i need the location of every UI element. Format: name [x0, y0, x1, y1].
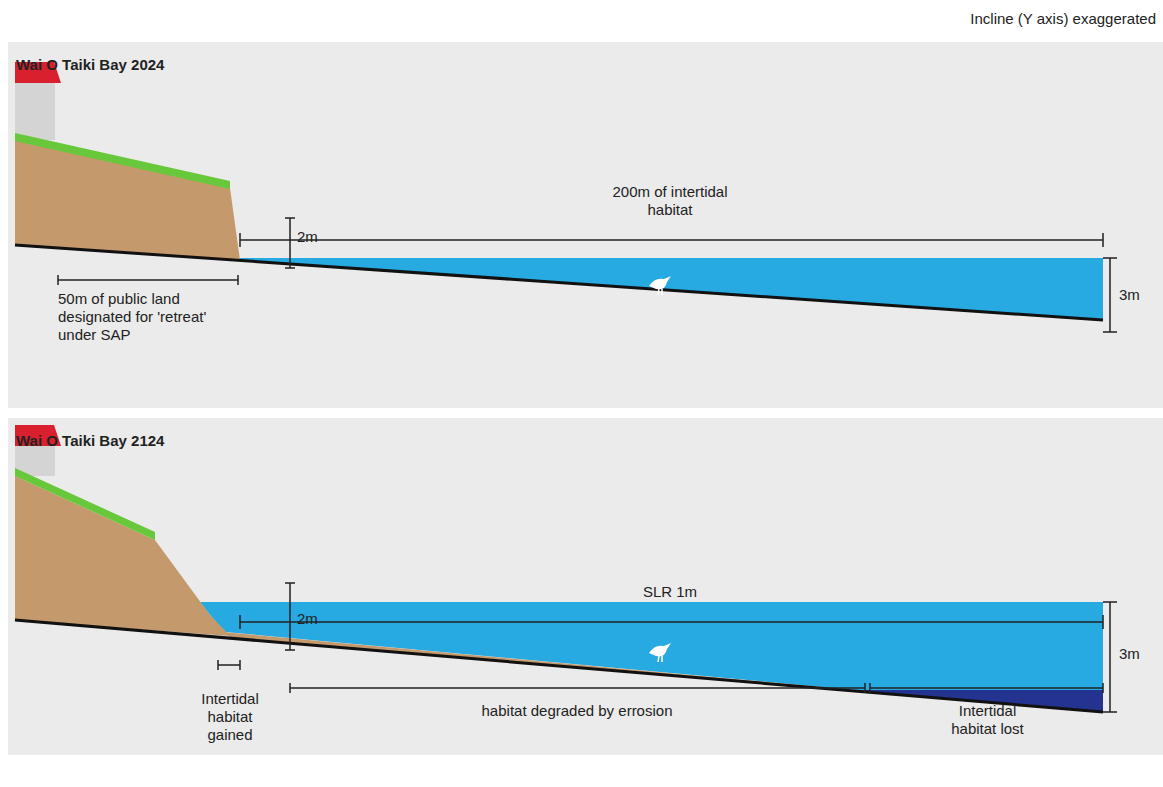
- dimension-lines: [218, 583, 1117, 712]
- cliff: [15, 140, 240, 260]
- dimension-label: 200m of intertidal habitat: [600, 183, 740, 219]
- habitat-label: Intertidal habitat gained: [189, 690, 271, 744]
- dimension-label: 2m: [297, 610, 337, 628]
- eroded-cliff: [15, 476, 230, 636]
- panel: Wai O Taiki Bay 2024: [8, 42, 1163, 408]
- seabed-line: [15, 620, 1103, 712]
- panel-ground: [8, 418, 1163, 755]
- dimension-lines: [58, 218, 1117, 332]
- bird-icon: [649, 643, 671, 662]
- dimension-label: 3m: [1119, 286, 1159, 304]
- panel-heading: Wai O Taiki Bay 2124: [16, 432, 1155, 450]
- water: [200, 602, 1103, 712]
- habitat-label: Intertidal habitat lost: [935, 702, 1040, 738]
- grass: [15, 133, 230, 189]
- habitat-label: habitat degraded by errosion: [427, 702, 727, 720]
- panel-ground: [8, 42, 1163, 408]
- dimension-label: SLR 1m: [620, 583, 720, 601]
- dimension-label: 2m: [297, 228, 337, 246]
- panel-heading: Wai O Taiki Bay 2024: [16, 56, 1155, 74]
- bird-icon: [649, 276, 671, 295]
- dimension-label: 50m of public land designated for 'retre…: [58, 290, 243, 344]
- note: Incline (Y axis) exaggerated: [880, 10, 1156, 28]
- house: [15, 62, 61, 140]
- grass: [15, 468, 155, 540]
- dimension-label: 3m: [1119, 645, 1159, 663]
